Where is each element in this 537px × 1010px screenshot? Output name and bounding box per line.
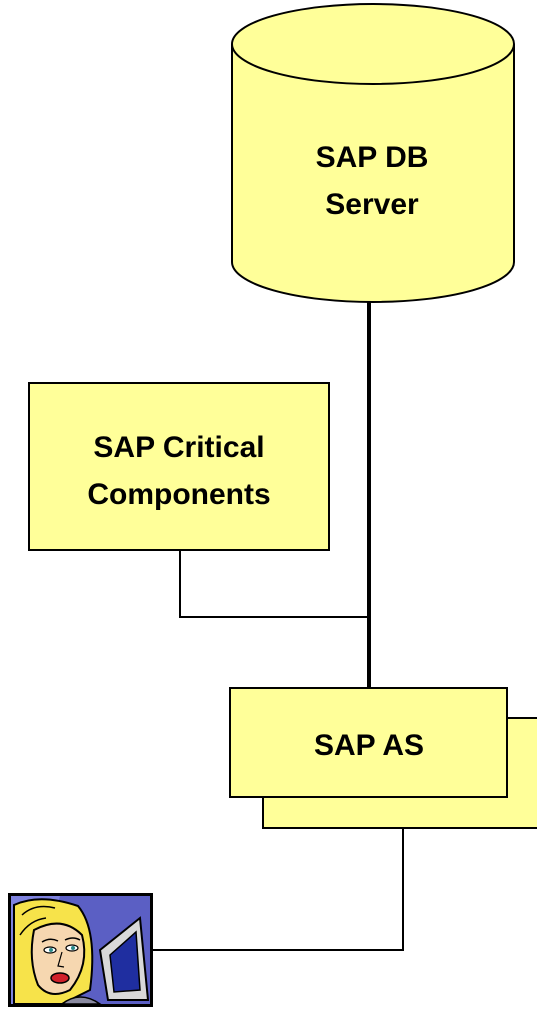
app-server-node: SAP AS bbox=[229, 687, 537, 829]
as-to-user-connector bbox=[153, 829, 404, 951]
app-server-front-box bbox=[229, 687, 508, 798]
user-at-computer-icon bbox=[8, 893, 153, 1007]
critical-components-node: SAP Critical Components bbox=[28, 382, 330, 551]
db-server-node: SAP DB Server bbox=[231, 3, 515, 303]
db-server-cylinder-body bbox=[231, 44, 515, 303]
components-to-trunk-connector bbox=[179, 550, 369, 618]
db-server-label-line2: Server bbox=[325, 188, 419, 221]
db-server-label-line1: SAP DB bbox=[316, 141, 429, 174]
critical-components-label-line1: SAP Critical bbox=[93, 431, 264, 464]
critical-components-label-line2: Components bbox=[87, 478, 270, 511]
app-server-label: SAP AS bbox=[314, 729, 424, 762]
critical-components-box bbox=[28, 382, 330, 551]
db-server-cylinder-top bbox=[231, 3, 515, 85]
